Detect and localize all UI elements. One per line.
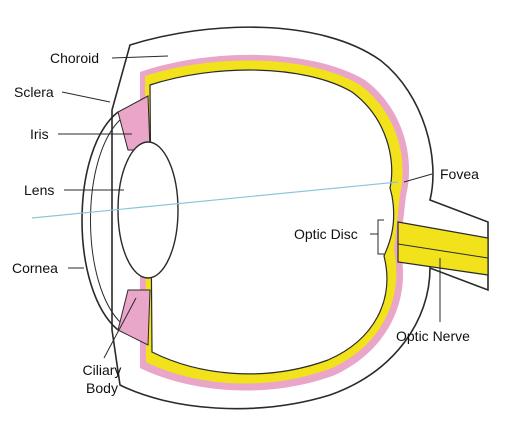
label-sclera: Sclera — [14, 84, 54, 100]
label-ciliary-body-1: Ciliary — [82, 362, 122, 378]
optic-nerve-center-line — [397, 243, 489, 259]
iris-lower — [117, 289, 151, 346]
optic-nerve-shape — [397, 221, 489, 276]
leader-ciliary — [103, 297, 137, 359]
label-optic-nerve: Optic Nerve — [396, 328, 470, 344]
label-iris: Iris — [30, 126, 49, 142]
optic-disc-bracket — [377, 219, 384, 255]
leader-choroid — [111, 55, 169, 59]
cornea-shape — [81, 111, 119, 331]
lens-shape — [117, 141, 179, 279]
label-fovea: Fovea — [440, 166, 479, 182]
leader-sclera — [61, 91, 111, 103]
vitreous-chamber — [149, 69, 395, 375]
label-optic-disc: Optic Disc — [294, 226, 358, 242]
leader-fovea — [403, 173, 433, 183]
label-choroid: Choroid — [50, 50, 100, 66]
label-cornea: Cornea — [12, 260, 58, 276]
cornea-inner — [90, 117, 123, 325]
label-ciliary-body-2: Body — [86, 380, 118, 396]
label-lens: Lens — [24, 182, 55, 198]
visual-axis-line — [31, 181, 399, 219]
